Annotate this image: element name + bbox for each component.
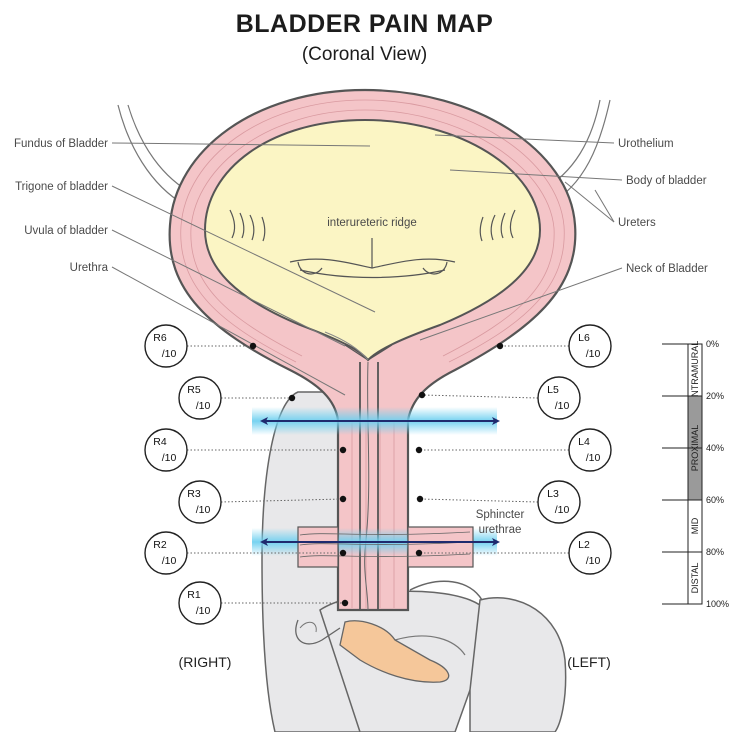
label-urothelium: Urothelium: [618, 138, 674, 150]
point-id: L3: [547, 488, 559, 500]
label-body: Body of bladder: [626, 175, 707, 187]
point-score: /10: [555, 400, 570, 412]
score-circle[interactable]: [569, 429, 611, 471]
point-id: L2: [578, 539, 590, 551]
scale-percent-label: 80%: [706, 547, 724, 557]
scale-percent-label: 100%: [706, 599, 729, 609]
point-id: L4: [578, 436, 590, 448]
scale-percent-label: 60%: [706, 495, 724, 505]
score-circle[interactable]: [569, 325, 611, 367]
score-circle[interactable]: [538, 377, 580, 419]
point-id: L6: [578, 332, 590, 344]
point-score: /10: [162, 452, 177, 464]
label-urethra: Urethra: [70, 262, 109, 274]
point-score: /10: [586, 452, 601, 464]
dotted-leader: [420, 499, 538, 502]
label-fundus: Fundus of Bladder: [14, 138, 108, 150]
location-dot: [289, 395, 295, 401]
depth-scale: INTRAMURALPROXIMALMIDDISTAL0%20%40%60%80…: [662, 339, 729, 609]
point-id: L5: [547, 384, 559, 396]
location-dot: [419, 392, 425, 398]
point-score: /10: [196, 504, 211, 516]
location-dot: [340, 550, 346, 556]
point-score: /10: [555, 504, 570, 516]
point-id: R6: [153, 332, 167, 344]
point-score: /10: [162, 555, 177, 567]
point-score: /10: [196, 605, 211, 617]
scale-segment-label: INTRAMURAL: [690, 341, 700, 400]
label-neck: Neck of Bladder: [626, 263, 708, 275]
point-id: R1: [187, 589, 201, 601]
location-dot: [342, 600, 348, 606]
label-sphincter-line2: urethrae: [479, 524, 522, 536]
location-dot: [250, 343, 256, 349]
score-circle[interactable]: [538, 481, 580, 523]
label-trigone: Trigone of bladder: [15, 181, 108, 193]
side-label-right: (RIGHT): [179, 654, 232, 670]
scale-percent-label: 20%: [706, 391, 724, 401]
score-circle[interactable]: [569, 532, 611, 574]
point-score: /10: [586, 555, 601, 567]
scale-segment-label: MID: [690, 517, 700, 534]
scale-segment-label: DISTAL: [690, 563, 700, 594]
scale-percent-label: 0%: [706, 339, 719, 349]
label-interureteric-ridge: interureteric ridge: [327, 217, 416, 229]
scale-percent-label: 40%: [706, 443, 724, 453]
point-id: R5: [187, 384, 201, 396]
label-ureters: Ureters: [618, 217, 656, 229]
location-dot: [340, 496, 346, 502]
point-score: /10: [162, 348, 177, 360]
location-dot: [416, 550, 422, 556]
point-id: R4: [153, 436, 167, 448]
point-id: R2: [153, 539, 167, 551]
location-dot: [416, 447, 422, 453]
location-dot: [497, 343, 503, 349]
point-score: /10: [196, 400, 211, 412]
label-sphincter-line1: Sphincter: [476, 509, 525, 521]
location-dot: [340, 447, 346, 453]
label-uvula: Uvula of bladder: [24, 225, 108, 237]
pain-point-l4[interactable]: L4/10: [416, 429, 611, 471]
side-label-left: (LEFT): [567, 654, 611, 670]
point-score: /10: [586, 348, 601, 360]
point-id: R3: [187, 488, 201, 500]
location-dot: [417, 496, 423, 502]
dotted-leader: [422, 395, 538, 398]
